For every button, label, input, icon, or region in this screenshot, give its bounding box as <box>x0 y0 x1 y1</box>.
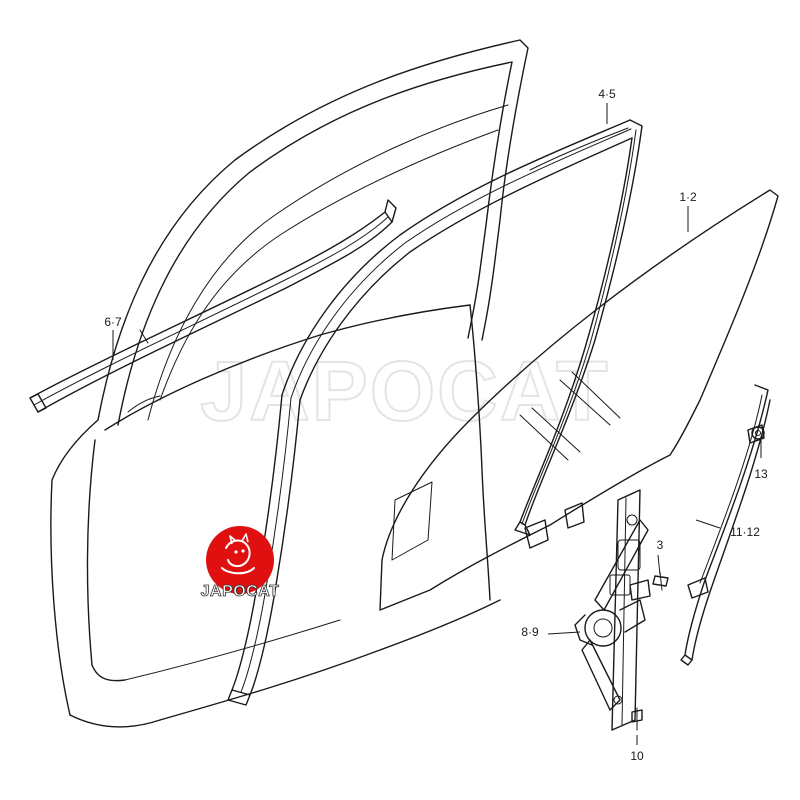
sash-channel <box>227 119 643 706</box>
leader-lines <box>112 103 762 745</box>
callout-sash-channel: 4·5 <box>598 87 616 101</box>
glass-bracket-front <box>524 519 549 549</box>
callout-rear-channel: 11·12 <box>730 525 760 539</box>
callout-screw: 3 <box>657 538 664 552</box>
outer-weatherstrip <box>29 199 397 413</box>
callout-door-glass: 1·2 <box>679 190 697 204</box>
glass-bracket-rear <box>564 502 585 529</box>
callout-clip: 13 <box>754 467 768 481</box>
japocat-logo: JAPOCAT <box>200 526 280 600</box>
screw-3 <box>652 571 669 591</box>
logo-wordmark: JAPOCAT <box>201 583 280 600</box>
callout-bolt: 10 <box>630 749 644 763</box>
window-regulator <box>574 489 651 731</box>
callout-outer-weatherstrip: 6·7 <box>104 315 122 329</box>
door-glass <box>379 189 779 611</box>
cat-mascot-icon <box>221 533 255 575</box>
clip-13 <box>751 426 765 440</box>
bolt-10 <box>631 707 643 731</box>
watermark-text: JAPOCAT <box>200 344 609 438</box>
callout-regulator: 8·9 <box>521 625 539 639</box>
